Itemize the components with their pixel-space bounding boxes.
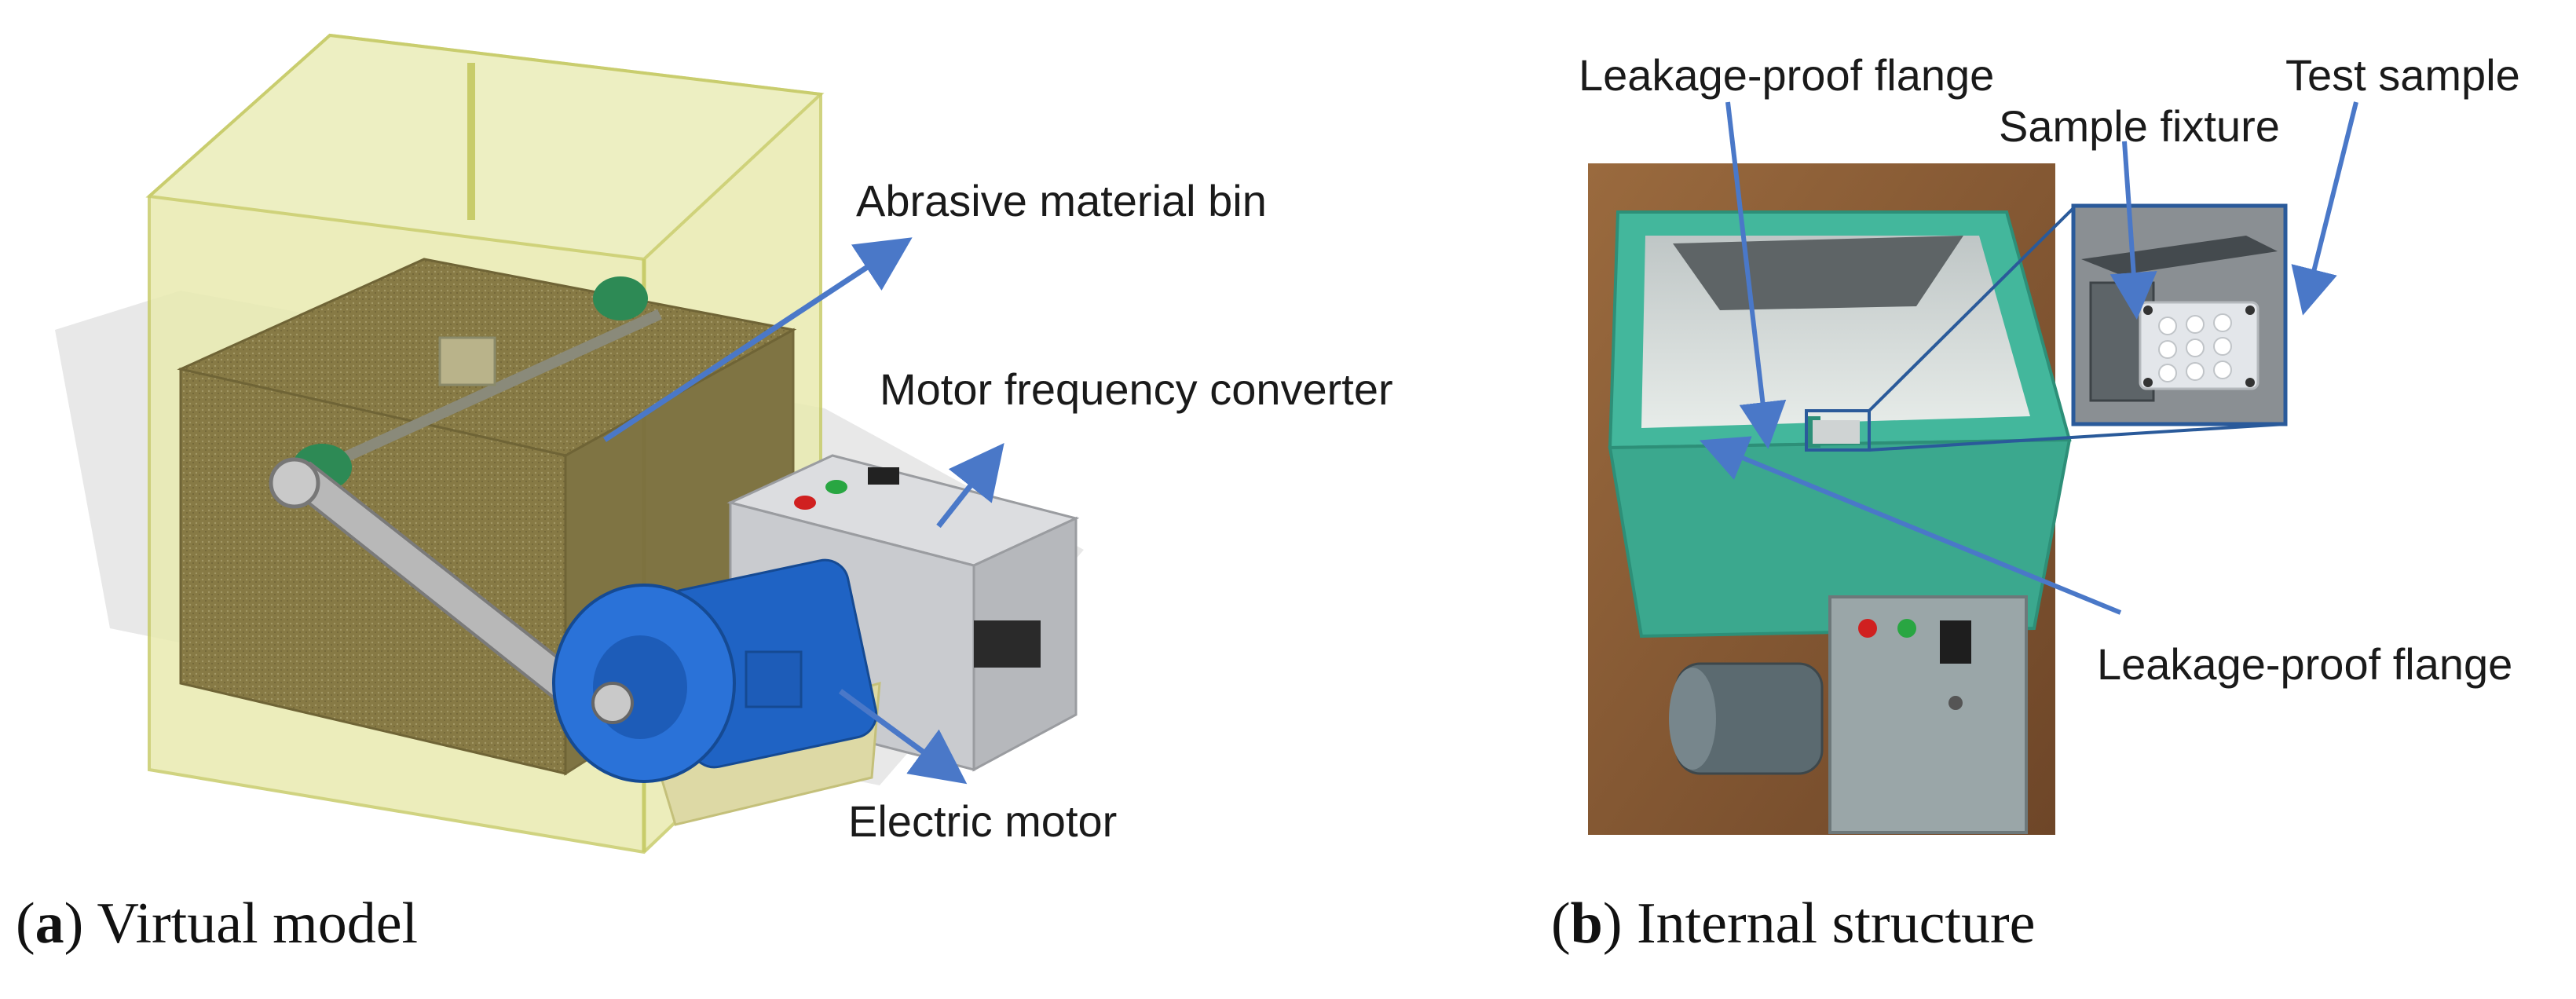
caption-letter-b: b — [1571, 891, 1603, 956]
label-leakage-proof-flange-right: Leakage-proof flange — [2097, 639, 2512, 689]
caption-letter-a: a — [35, 891, 64, 956]
caption-text-a: Virtual model — [97, 891, 418, 956]
caption-panel-b: (b) Internal structure — [1551, 891, 2035, 956]
label-abrasive-material-bin: Abrasive material bin — [856, 176, 1267, 225]
test-tank-photo — [1608, 210, 2072, 834]
panel-a-virtual-model: Abrasive material bin Motor frequency co… — [16, 33, 1393, 956]
caption-panel-a: (a) Virtual model — [16, 891, 418, 956]
arrow-to-motor — [838, 689, 968, 785]
sample-fixture-marker — [1805, 409, 1871, 452]
zoom-line-bottom — [1868, 423, 2286, 452]
label-motor-frequency-converter: Motor frequency converter — [880, 364, 1393, 414]
arrow-to-bin — [603, 237, 913, 442]
zoom-line-top — [1868, 207, 2075, 412]
arrow-flange-top — [1725, 101, 1787, 449]
arrow-flange-right — [1699, 436, 2122, 615]
label-test-sample: Test sample — [2285, 50, 2520, 100]
label-sample-fixture: Sample fixture — [1999, 101, 2280, 151]
arrow-to-converter — [936, 443, 1004, 529]
arrow-test-sample — [2291, 101, 2358, 316]
arrow-sample-fixture — [2109, 141, 2157, 320]
label-leakage-proof-flange-top: Leakage-proof flange — [1579, 50, 1994, 100]
caption-text-b: Internal structure — [1637, 891, 2036, 956]
panel-b-internal-structure: Leakage-proof flange Test sample Sample … — [1551, 50, 2520, 956]
electric-motor — [552, 558, 881, 826]
sample-inset — [2071, 203, 2288, 426]
label-electric-motor: Electric motor — [848, 796, 1117, 846]
